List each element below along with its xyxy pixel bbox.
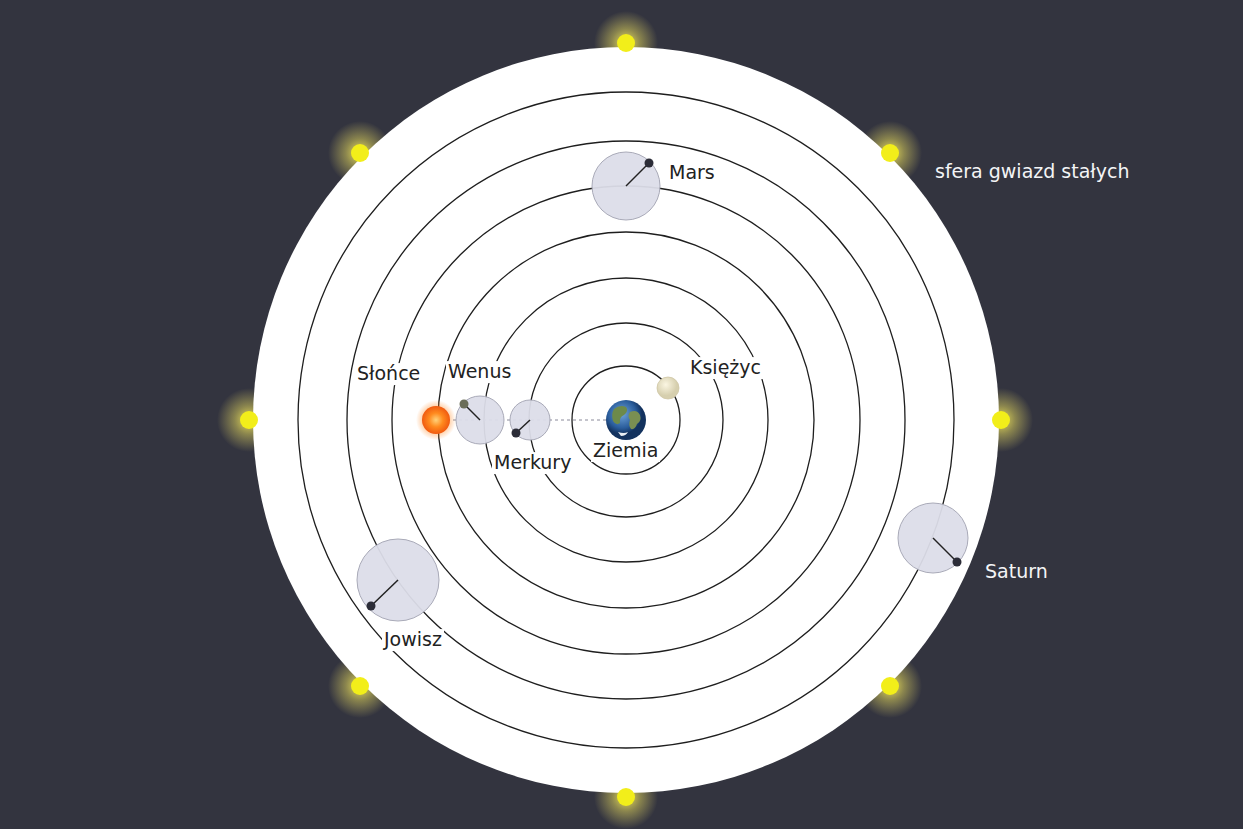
star — [351, 144, 369, 162]
continent — [612, 406, 627, 424]
planet-dot — [512, 429, 521, 438]
orbit — [298, 92, 954, 748]
star — [351, 677, 369, 695]
stars — [240, 34, 1010, 806]
epicycle — [357, 539, 439, 621]
planet-label: Mars — [667, 162, 717, 184]
sun-label: Słońce — [355, 363, 422, 385]
venus-epicycle — [456, 396, 504, 444]
star — [881, 144, 899, 162]
continent — [629, 411, 641, 429]
orbit — [347, 141, 905, 699]
planet-dot — [645, 159, 654, 168]
cloud — [618, 432, 628, 436]
jupiter-epicycle — [357, 539, 439, 621]
planet-label: Wenus — [446, 361, 513, 383]
epicycle-radius — [371, 580, 398, 606]
epicycle — [510, 400, 550, 440]
mars-epicycle — [592, 152, 660, 220]
epicycle-radius — [933, 538, 957, 562]
star-glows — [217, 11, 1033, 829]
planet-label: Merkury — [492, 452, 573, 474]
planet-label: Saturn — [983, 561, 1050, 583]
orbit — [392, 186, 860, 654]
mercury-epicycle — [510, 400, 550, 440]
star — [881, 677, 899, 695]
earth — [606, 400, 646, 440]
planet-dot — [367, 602, 376, 611]
orbit — [572, 366, 680, 474]
earth-disc — [606, 400, 646, 440]
epicycle-radius — [626, 163, 649, 186]
planet-dot — [460, 400, 469, 409]
moon — [657, 377, 679, 399]
planet-dot — [953, 558, 962, 567]
planet-label: Jowisz — [382, 629, 444, 651]
orbit — [438, 232, 814, 608]
epicycles — [357, 152, 968, 621]
star — [992, 411, 1010, 429]
epicycle — [592, 152, 660, 220]
star — [617, 788, 635, 806]
celestial-sphere — [253, 47, 999, 793]
orbit — [484, 278, 768, 562]
sun — [416, 400, 456, 440]
earth-label: Ziemia — [591, 440, 660, 462]
sun-glow — [416, 400, 456, 440]
epicycle — [456, 396, 504, 444]
epicycle — [898, 503, 968, 573]
saturn-epicycle — [898, 503, 968, 573]
orbits — [298, 92, 954, 748]
sun-disc — [422, 406, 450, 434]
moon-label: Księżyc — [688, 357, 763, 379]
sphere-label: sfera gwiazd stałych — [933, 161, 1132, 183]
orbit — [529, 323, 723, 517]
star — [617, 34, 635, 52]
star — [240, 411, 258, 429]
